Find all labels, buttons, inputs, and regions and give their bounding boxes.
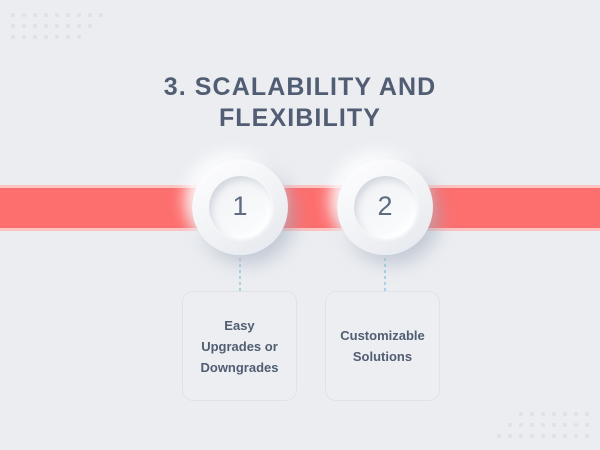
dot-row — [512, 408, 589, 419]
step-card-2[interactable]: Customizable Solutions — [325, 291, 440, 401]
dot — [77, 34, 81, 39]
dot — [552, 433, 556, 438]
dot — [11, 34, 15, 39]
dot — [44, 23, 48, 28]
dot-row — [11, 31, 88, 42]
dot — [22, 34, 26, 39]
dot — [585, 411, 589, 416]
dot — [497, 433, 501, 438]
dot — [66, 12, 70, 17]
dot — [77, 23, 81, 28]
dot — [541, 433, 545, 438]
step-circle-1[interactable]: 1 — [192, 159, 288, 255]
step-card-1-label-line-1: Easy — [224, 317, 255, 333]
decorative-dot-grid-top-left — [11, 9, 110, 42]
dot — [574, 411, 578, 416]
step-circle-1-inner: 1 — [208, 175, 272, 239]
dotted-connector-2 — [384, 252, 386, 292]
dot — [44, 12, 48, 17]
dot — [508, 422, 512, 427]
page-title: 3. SCALABILITY AND FLEXIBILITY — [0, 72, 600, 134]
step-card-2-label-line-1: Customizable — [340, 328, 425, 343]
dot — [22, 12, 26, 17]
decorative-dot-grid-bottom-right — [490, 408, 589, 441]
dot — [33, 34, 37, 39]
step-card-2-label-line-2: Solutions — [352, 349, 413, 364]
dot — [33, 12, 37, 17]
dot-row — [490, 430, 589, 441]
dot — [508, 433, 512, 438]
step-card-1-label-line-3: Downgrades — [200, 359, 279, 375]
dot — [519, 411, 523, 416]
dot — [44, 34, 48, 39]
dot — [574, 422, 578, 427]
dot — [55, 23, 59, 28]
step-number-1: 1 — [232, 191, 248, 221]
dot — [11, 23, 15, 28]
dot — [22, 23, 26, 28]
dot — [585, 422, 589, 427]
step-circle-2-inner: 2 — [353, 175, 417, 239]
dot — [574, 433, 578, 438]
dot — [541, 411, 545, 416]
dot-row — [11, 20, 99, 31]
dot-row — [501, 419, 589, 430]
dot — [585, 433, 589, 438]
dot — [66, 34, 70, 39]
dot — [66, 23, 70, 28]
step-card-1-label: Easy Upgrades or Downgrades — [194, 315, 284, 378]
dot — [33, 23, 37, 28]
dot — [519, 422, 523, 427]
dot — [519, 433, 523, 438]
dot — [530, 411, 534, 416]
step-circle-2[interactable]: 2 — [337, 159, 433, 255]
dot — [563, 422, 567, 427]
dot — [541, 422, 545, 427]
dot — [88, 12, 92, 17]
step-card-2-label: Customizable Solutions — [334, 325, 431, 367]
dot — [552, 422, 556, 427]
dot — [563, 433, 567, 438]
dotted-connector-1 — [239, 252, 241, 292]
dot — [552, 411, 556, 416]
dot-row — [11, 9, 110, 20]
dot — [563, 411, 567, 416]
dot — [11, 12, 15, 17]
accent-band — [0, 185, 600, 231]
page-title-line-1: 3. SCALABILITY AND — [163, 73, 437, 101]
dot — [55, 34, 59, 39]
dot — [77, 12, 81, 17]
dot — [530, 422, 534, 427]
dot — [530, 433, 534, 438]
step-card-1-label-line-2: Upgrades or — [201, 338, 278, 354]
dot — [99, 12, 103, 17]
step-card-1[interactable]: Easy Upgrades or Downgrades — [182, 291, 297, 401]
dot — [55, 12, 59, 17]
dot — [88, 23, 92, 28]
step-number-2: 2 — [377, 191, 393, 221]
page-title-line-2: FLEXIBILITY — [218, 104, 382, 132]
